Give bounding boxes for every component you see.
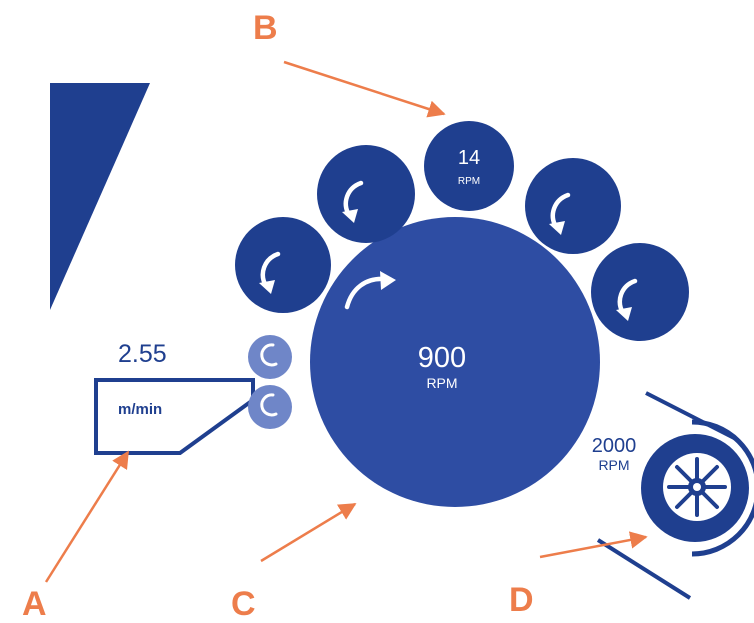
guide-line-bottom	[596, 538, 692, 600]
callout-a: A	[22, 585, 47, 618]
flat-roller-1	[235, 217, 331, 313]
feed-plate	[94, 378, 255, 455]
rotation-arrow-icon	[260, 393, 278, 417]
licker-in-unit: RPM	[598, 457, 629, 473]
hopper-chute	[50, 83, 150, 310]
arrow-head-icon	[616, 307, 632, 321]
clockwise-arrow-icon	[344, 276, 387, 310]
flat-roller-speed: 14	[458, 147, 480, 169]
feed-roller-top	[248, 335, 292, 379]
arrow-head-icon	[342, 209, 358, 223]
pointer-a	[44, 450, 130, 583]
rotation-arrow-icon	[260, 343, 278, 367]
licker-in-roller: 2000 RPM	[592, 391, 754, 600]
flat-roller-3: 14 RPM	[424, 121, 514, 211]
flat-roller-4	[525, 158, 621, 254]
flat-roller-2	[317, 145, 415, 243]
flat-roller-5	[591, 243, 689, 341]
licker-in-speed: 2000	[592, 435, 637, 457]
callout-c: C	[231, 585, 256, 618]
feed-rate-value: 2.55	[118, 340, 167, 368]
pointer-d	[539, 531, 648, 559]
arrow-head-icon	[259, 280, 275, 294]
licker-in-nose	[642, 462, 657, 514]
licker-in-casing	[691, 419, 754, 557]
main-cylinder-speed: 900	[418, 342, 466, 374]
arrow-head-icon	[549, 221, 565, 235]
feed-roller-bottom	[248, 385, 292, 429]
pointer-b	[283, 60, 446, 118]
arrow-head-icon	[380, 271, 396, 290]
pointer-c	[260, 502, 357, 563]
main-cylinder-unit: RPM	[426, 375, 457, 391]
feed-rate-unit: m/min	[118, 401, 162, 418]
main-cylinder: 900 RPM	[310, 217, 600, 507]
callout-b: B	[253, 9, 278, 47]
flat-roller-unit: RPM	[458, 176, 480, 187]
callout-d: D	[509, 581, 534, 618]
